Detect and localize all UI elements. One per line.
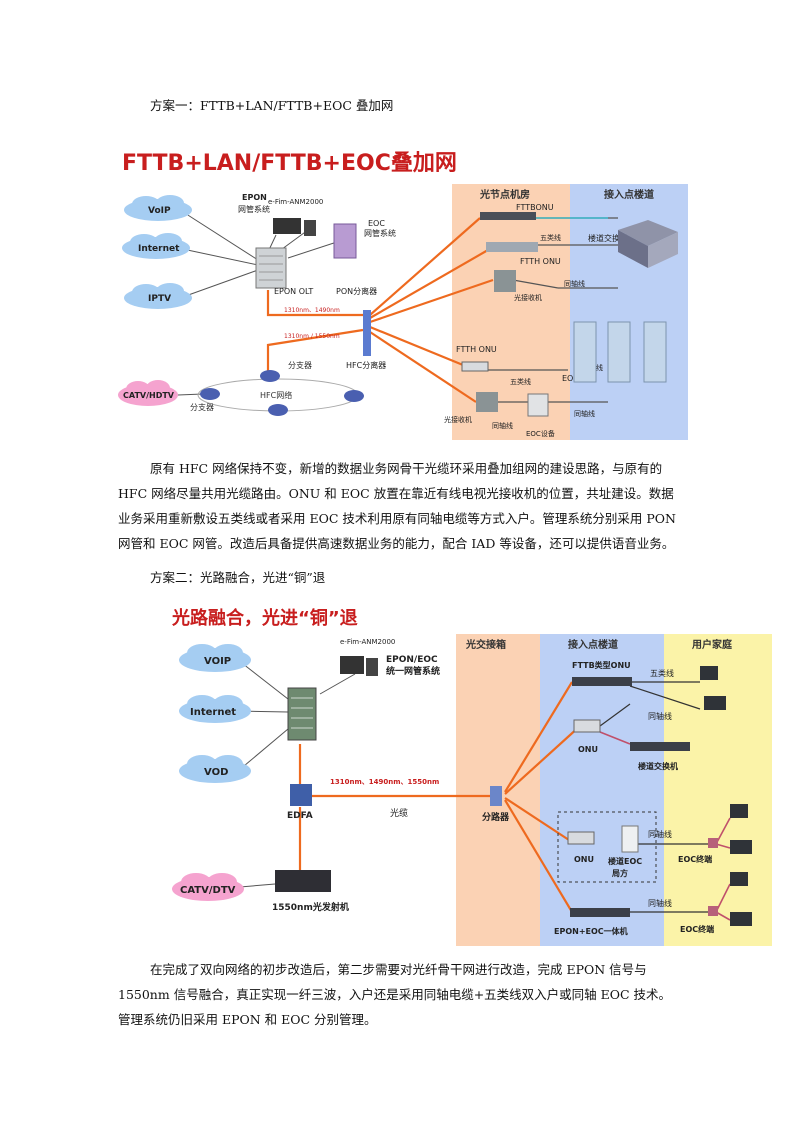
fig1-coax-d: 同轴线 <box>574 409 595 418</box>
fig2-olt-icon <box>287 687 317 741</box>
fig2-efim: e-Fim-ANM2000 <box>340 638 395 646</box>
fig1-optical-rx-b-icon <box>476 392 498 412</box>
fig1-network-diagram: 光节点机房 接入点楼道 FTTB+LAN/FTTB+EOC叠加网 <box>118 140 690 442</box>
fig2-coax-b: 同轴线 <box>648 829 672 839</box>
fig1-epon-nms-icon <box>273 218 301 234</box>
fig1-cloud-iptv: IPTV <box>148 294 171 304</box>
fig1-eoc-nms: EOC <box>368 219 385 228</box>
fig1-switch-icon <box>486 242 538 252</box>
para1: 原有 HFC 网络保持不变，新增的数据业务网骨干光缆环采用叠加组网的建设思路，与… <box>118 461 676 551</box>
fig2-onu-a: ONU <box>578 745 598 754</box>
fig1-hfc-splitter: HFC分离器 <box>346 360 386 370</box>
fig2-zone-corridor-label: 接入点楼道 <box>568 638 618 651</box>
fig2-title: 光路融合，光进“铜”退 <box>171 607 358 629</box>
fig1-epon-nms-sub: 网管系统 <box>238 204 270 214</box>
fig2-cloud-internet: Internet <box>190 707 236 718</box>
fig1-eoc-nms-sub: 网管系统 <box>364 228 396 238</box>
fig1-efim: e-Fim-ANM2000 <box>268 198 323 206</box>
fig1-pon-splitter: PON分离器 <box>336 286 377 296</box>
fig2-zone-cross-label: 光交接箱 <box>465 638 506 651</box>
fig1-optical-rx-a: 光接收机 <box>514 293 542 302</box>
fig2-cloud-vod: VOD <box>204 767 228 778</box>
fig1-eoc-device: EOC设备 <box>526 429 555 438</box>
fig2-fiber: 光缆 <box>390 807 408 819</box>
fig2-epon-eoc: EPON+EOC一体机 <box>554 926 628 936</box>
fig2-eoc-term-a-icon <box>708 838 718 848</box>
fig2-wavelengths: 1310nm、1490nm、1550nm <box>330 778 439 786</box>
fig2-onu-b: ONU <box>574 855 594 864</box>
fig1-pon-splitter-icon <box>363 310 371 356</box>
fig1-cloud-catv: CATV/HDTV <box>123 391 175 400</box>
fig2-coax-c: 同轴线 <box>648 898 672 908</box>
fig1-coax-a: 同轴线 <box>564 279 585 288</box>
fig1-title: FTTB+LAN/FTTB+EOC叠加网 <box>122 151 457 176</box>
fig2-zone-home-label: 用户家庭 <box>691 638 733 651</box>
fig2-eoc-term-a: EOC终端 <box>678 854 712 864</box>
fig2-user-devices-icon <box>700 666 752 926</box>
fig2-nms: EPON/EOC <box>386 655 438 665</box>
scheme1-heading: 方案一：FTTB+LAN/FTTB+EOC 叠加网 <box>150 98 394 113</box>
fig1-optical-rx-b: 光接收机 <box>444 415 472 424</box>
fig2-fttb-onu: FTTB类型ONU <box>572 660 631 670</box>
fig1-wl1: 1310nm、1490nm <box>284 307 340 314</box>
fig1-fttbonu-icon <box>480 212 536 220</box>
fig2-nms-icon <box>340 656 364 674</box>
fig1-zone-access-building-label: 接入点楼道 <box>604 188 654 201</box>
fig2-zone-home <box>664 634 772 946</box>
fig2-cloud-catv: CATV/DTV <box>180 885 236 896</box>
fig2-dashed-box <box>557 811 657 883</box>
fig2-splitter: 分路器 <box>482 811 510 823</box>
fig1-coax-c: 同轴线 <box>492 421 513 430</box>
fig1-cat5-a: 五类线 <box>540 233 561 242</box>
fig2-onu-a-icon <box>573 719 601 733</box>
fig1-splitter-b: 分支器 <box>190 402 214 412</box>
fig2-head-end: 局方 <box>611 868 628 878</box>
fig1-buildings-icon <box>573 220 678 383</box>
fig1-olt-icon <box>255 247 287 289</box>
fig2-corridor-eoc-icon <box>621 825 639 853</box>
fig1-eoc-device-icon <box>527 393 549 417</box>
fig2-nms-sub: 统一网管系统 <box>386 665 440 677</box>
fig2-edfa-icon <box>290 784 312 806</box>
fig1-corridor-switch: 楼道交换机 <box>588 233 628 243</box>
scheme2-heading: 方案二：光路融合，光进“铜”退 <box>150 570 326 585</box>
fig2-cat5: 五类线 <box>650 668 674 678</box>
fig1-zone-optical-node-label: 光节点机房 <box>479 188 530 201</box>
fig2-tx1550: 1550nm光发射机 <box>272 901 349 913</box>
fig1-wl2: 1310nm / 1550nm <box>284 333 340 340</box>
fig2-eoc-term-b-icon <box>708 906 718 916</box>
fig2-cloud-voip: VOIP <box>204 656 231 667</box>
fig1-splitter-a: 分支器 <box>288 360 312 370</box>
fig2-network-diagram: 光交接箱 接入点楼道 用户家庭 光路融合，光进“铜”退 <box>160 604 772 946</box>
fig1-epon-olt: EPON OLT <box>274 287 313 296</box>
fig1-hfc-network: HFC网络 <box>260 390 292 400</box>
fig2-corridor-switch: 楼道交换机 <box>638 761 678 771</box>
fig1-epon-nms: EPON <box>242 193 267 202</box>
fig2-fttb-onu-icon <box>572 677 632 686</box>
fig1-eoc-nms-icon <box>333 223 357 259</box>
fig2-onu-b-icon <box>567 831 595 845</box>
fig2-epon-eoc-icon <box>570 908 630 917</box>
para2: 在完成了双向网络的初步改造后，第二步需要对光纤骨干网进行改造，完成 EPON 信… <box>118 962 672 1027</box>
fig1-cloud-voip: VoIP <box>148 206 171 216</box>
fig1-fttb-onu: FTTBONU <box>516 203 554 212</box>
fig1-optical-rx-a-icon <box>494 270 516 292</box>
fig1-ftth-onu-b-icon <box>461 361 489 372</box>
fig2-splitter-icon <box>490 786 502 806</box>
fig2-coax-a: 同轴线 <box>648 711 672 721</box>
fig1-cat5-b: 五类线 <box>510 377 531 386</box>
fig2-corridor-switch-icon <box>630 742 690 751</box>
fig1-ftth-onu-a: FTTH ONU <box>520 257 561 266</box>
fig1-cloud-internet: Internet <box>138 244 180 254</box>
fig1-ftth-onu-b: FTTH ONU <box>456 345 497 354</box>
fig2-eoc-term-b: EOC终端 <box>680 924 714 934</box>
fig2-edfa: EDFA <box>287 811 313 821</box>
fig2-corridor-eoc: 楼道EOC <box>608 856 642 866</box>
fig2-tx-icon <box>275 870 331 892</box>
